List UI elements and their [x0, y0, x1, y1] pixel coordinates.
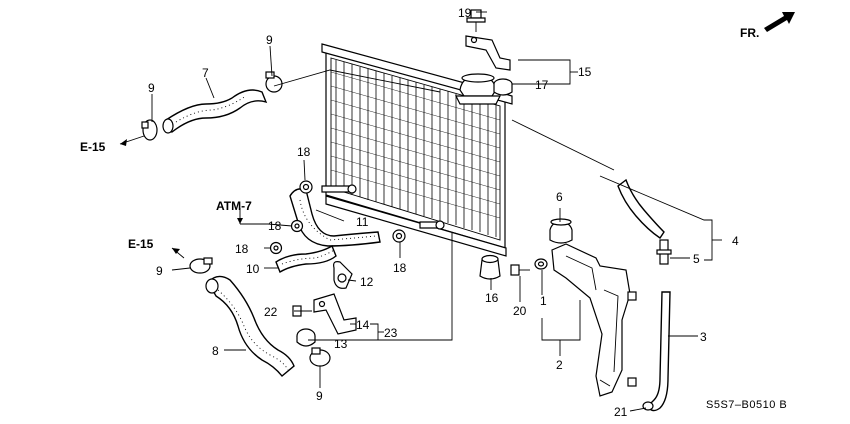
callout-12: 12: [360, 275, 374, 289]
callout-labels: 1 2 3 4 5 6 7 8 9 9 9 9 10 11 12 13 14 1…: [148, 6, 739, 419]
callout-6: 6: [556, 190, 563, 204]
ref-e15-lower: E-15: [128, 237, 154, 251]
reserve-tank-2: [551, 243, 637, 397]
clip-18c: [269, 241, 283, 255]
callout-3: 3: [700, 330, 707, 344]
front-arrow-icon: [764, 12, 795, 32]
hose-clamp-9a: [141, 119, 158, 141]
callout-8: 8: [212, 344, 219, 358]
lower-hose-8: [205, 275, 295, 377]
callout-17: 17: [535, 78, 549, 92]
siphon-tube-3: [647, 291, 671, 412]
callout-5: 5: [693, 252, 700, 266]
mount-cushion-16: [479, 254, 501, 280]
upper-bracket-15: [465, 35, 511, 71]
callout-22: 22: [264, 305, 278, 319]
bolt-20: [510, 264, 530, 276]
callout-16: 16: [485, 291, 499, 305]
ref-e15-upper: E-15: [80, 140, 106, 154]
callout-7: 7: [202, 66, 209, 80]
reserve-tank-cap-6: [549, 218, 573, 244]
hose-clamp-9d: [309, 347, 331, 367]
hose-clamp-9b: [265, 71, 283, 93]
arrow-heads: [120, 139, 243, 254]
callout-10: 10: [246, 262, 260, 276]
callout-19: 19: [458, 6, 472, 20]
tube-connector-5: [656, 239, 672, 265]
callout-18-right: 18: [393, 261, 407, 275]
diagram-code: S5S7–B0510 B: [706, 399, 787, 411]
callout-9-upper: 9: [266, 33, 273, 47]
callout-9-lower: 9: [316, 389, 323, 403]
bolt-19: [466, 9, 486, 32]
tank-grommet-1: [534, 258, 548, 270]
callout-13: 13: [334, 337, 348, 351]
front-label: FR.: [740, 26, 759, 40]
tube-clip-21: [642, 401, 654, 411]
bracket-clip-12: [333, 261, 353, 289]
clip-18a: [299, 180, 313, 194]
hose-clamp-9c: [189, 257, 213, 274]
clip-18d: [392, 229, 406, 243]
leader-lines: [119, 11, 722, 412]
front-direction-indicator: FR.: [740, 12, 795, 40]
callout-4: 4: [732, 234, 739, 248]
cushion-17: [493, 78, 513, 96]
callout-1: 1: [540, 294, 547, 308]
clip-18b: [290, 219, 304, 233]
radiator-cap: [455, 73, 501, 105]
upper-hose-7: [162, 89, 268, 134]
atf-hose-10: [275, 244, 337, 274]
callout-21: 21: [614, 405, 628, 419]
atf-pipe-bolts: [321, 184, 445, 230]
reference-labels: E-15 E-15 ATM-7: [80, 140, 252, 251]
callout-2: 2: [556, 358, 563, 372]
callout-18-top: 18: [297, 145, 311, 159]
ref-atm7: ATM-7: [216, 199, 252, 213]
lower-cushion-13: [296, 328, 316, 347]
callout-15: 15: [578, 65, 592, 79]
callout-18-mid: 18: [268, 219, 282, 233]
callout-14: 14: [356, 318, 370, 332]
callout-9-lower-left: 9: [156, 264, 163, 278]
overflow-tube-4: [617, 178, 665, 239]
lower-bracket-14: [313, 293, 357, 335]
callout-20: 20: [513, 304, 527, 318]
callout-11: 11: [356, 215, 369, 229]
callout-18-lower: 18: [235, 242, 249, 256]
callout-23: 23: [384, 326, 398, 340]
callout-9-upper-left: 9: [148, 81, 155, 95]
